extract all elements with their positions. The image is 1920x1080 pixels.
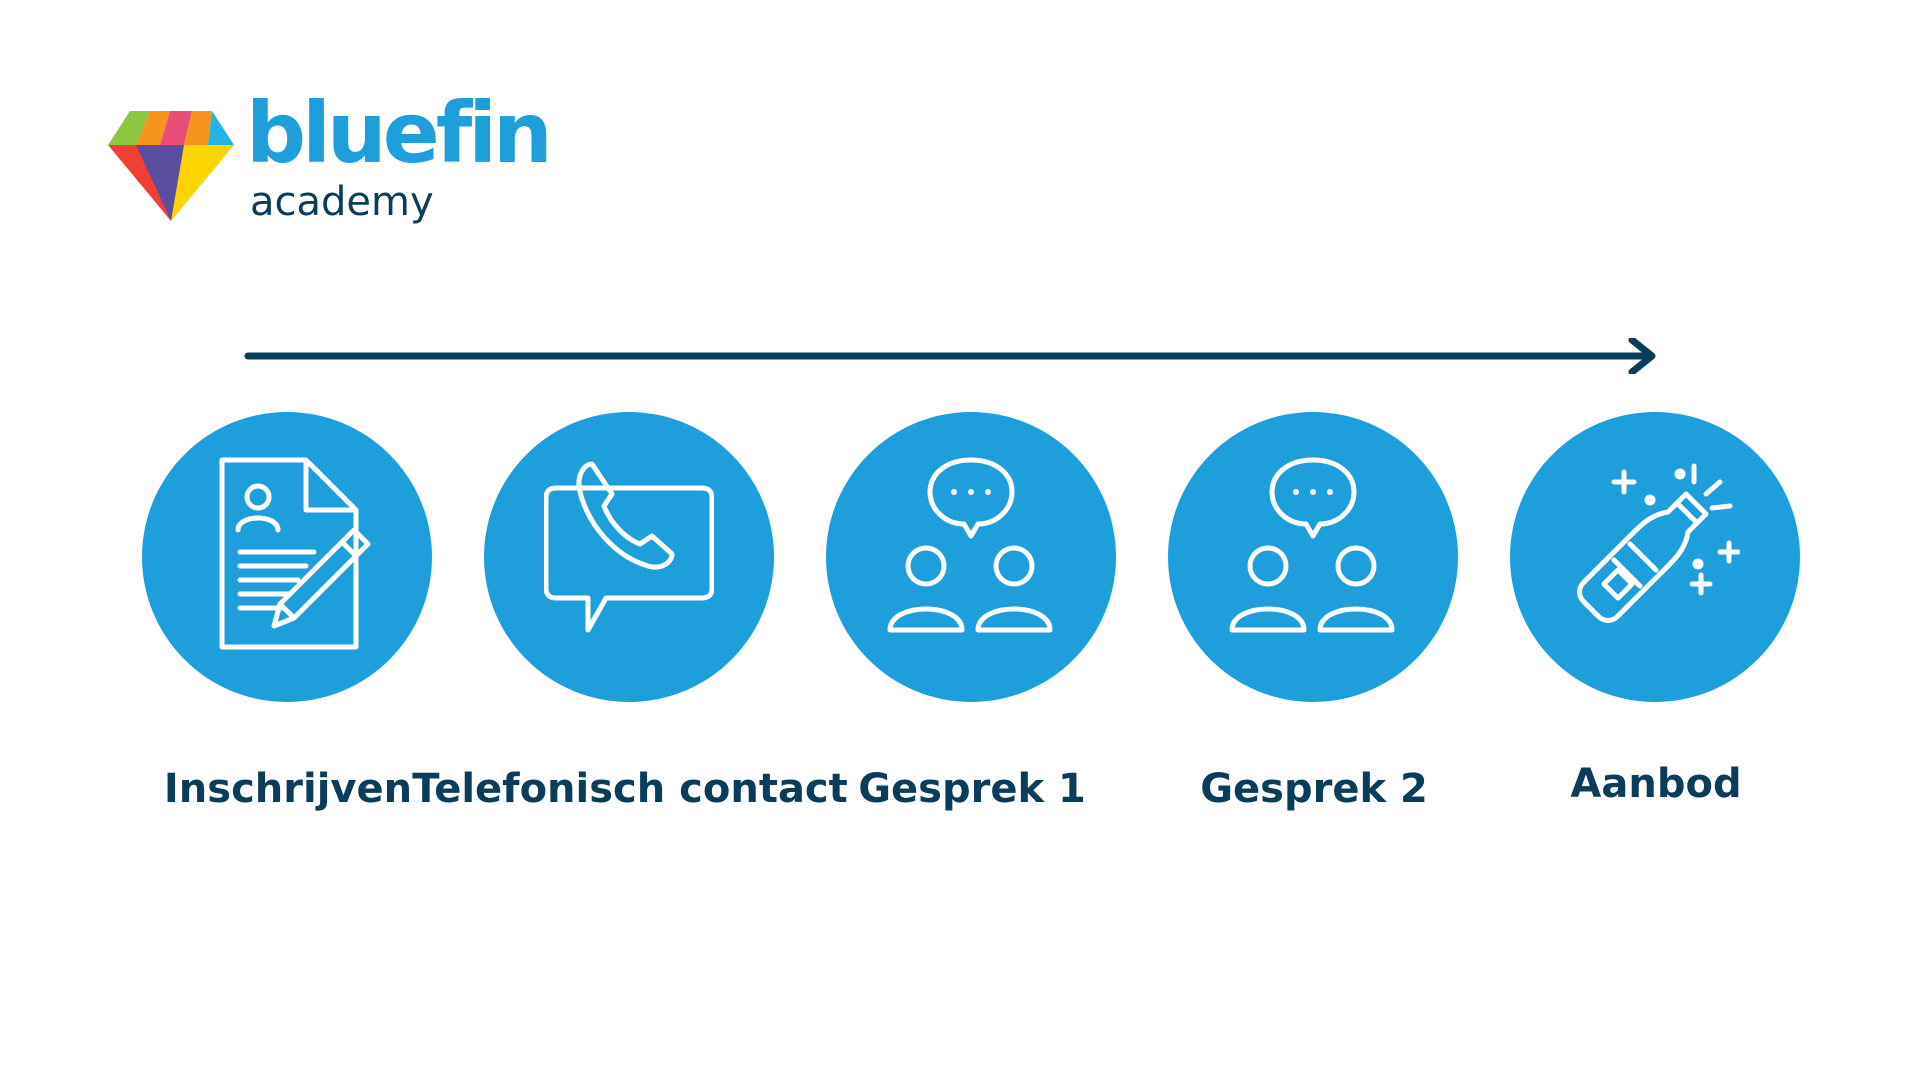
champagne-celebration-icon: [1577, 463, 1740, 623]
step-circle: [1510, 412, 1800, 702]
step-label: Inschrijven: [163, 766, 413, 812]
logo-subtitle: academy: [250, 179, 434, 225]
step-label: Aanbod: [1570, 761, 1742, 807]
brand-logo: bluefin academy: [108, 91, 568, 235]
logo-wordmark: bluefin: [246, 84, 553, 182]
step-label: Gesprek 1: [858, 766, 1086, 812]
phone-chat-icon: [544, 461, 714, 633]
step-circle: [484, 412, 774, 702]
step-circle: [142, 412, 432, 702]
arrow-right-icon: [244, 338, 1656, 374]
step-label: Gesprek 2: [1200, 766, 1428, 812]
step-gesprek-1: Gesprek 1: [826, 412, 1118, 812]
step-inschrijven: Inschrijven: [142, 412, 434, 812]
gem-icon: [108, 111, 234, 221]
step-aanbod: Aanbod: [1510, 412, 1802, 807]
step-label: Telefonisch contact: [412, 766, 848, 812]
step-circle: [1168, 412, 1458, 702]
step-telefonisch-contact: Telefonisch contact: [412, 412, 848, 812]
conversation-people-icon: [1229, 457, 1395, 633]
step-gesprek-2: Gesprek 2: [1168, 412, 1460, 812]
document-signing-icon: [219, 457, 371, 650]
conversation-people-icon: [887, 457, 1053, 633]
step-circle: [826, 412, 1116, 702]
